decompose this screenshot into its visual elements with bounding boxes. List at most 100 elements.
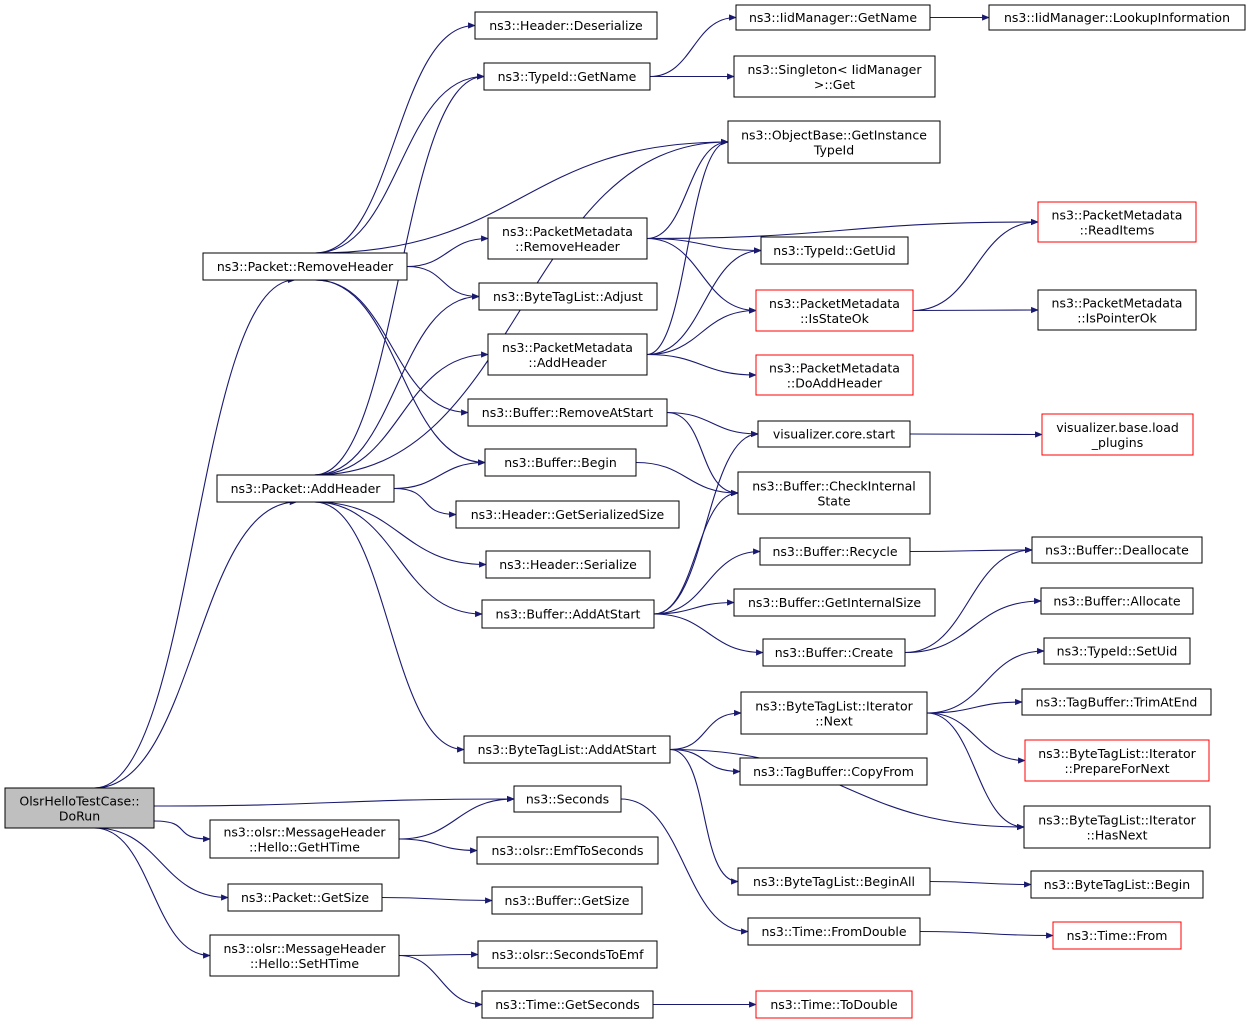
node-time-todouble[interactable]: ns3::Time::ToDouble xyxy=(755,990,913,1019)
node-pkt-addheader[interactable]: ns3::Packet::AddHeader xyxy=(216,474,395,503)
node-box xyxy=(202,252,408,281)
node-box xyxy=(735,4,931,31)
node-buf-begin[interactable]: ns3::Buffer::Begin xyxy=(484,448,637,477)
node-label: ns3::Packet::AddHeader xyxy=(231,481,382,496)
call-edge xyxy=(406,265,480,300)
node-hello-gethtime[interactable]: ns3::olsr::MessageHeader::Hello::GetHTim… xyxy=(209,819,400,859)
node-typeid-getuid[interactable]: ns3::TypeId::GetUid xyxy=(760,236,909,265)
call-edge xyxy=(653,613,764,656)
node-label: ns3::Header::Serialize xyxy=(499,557,637,572)
node-root[interactable]: OlsrHelloTestCase::DoRun xyxy=(4,787,155,829)
node-label: ns3::Buffer::Recycle xyxy=(772,544,897,559)
node-hdr-getsize[interactable]: ns3::Header::GetSerializedSize xyxy=(455,500,680,529)
node-label: ns3::olsr::MessageHeader xyxy=(223,825,386,840)
node-buf-create[interactable]: ns3::Buffer::Create xyxy=(762,638,906,667)
node-label: ::RemoveHeader xyxy=(515,239,621,254)
node-pm-readitems[interactable]: ns3::PacketMetadata::ReadItems xyxy=(1037,201,1197,243)
node-hello-sethtime[interactable]: ns3::olsr::MessageHeader::Hello::SetHTim… xyxy=(209,934,400,977)
node-box xyxy=(463,735,671,764)
call-edge xyxy=(381,896,493,904)
node-time-from[interactable]: ns3::Time::From xyxy=(1052,921,1182,950)
node-btl-iter-next[interactable]: ns3::ByteTagList::Iterator::Next xyxy=(740,691,928,735)
node-box xyxy=(733,55,936,98)
node-label: ns3::Packet::RemoveHeader xyxy=(217,259,394,274)
node-typeid-setuid[interactable]: ns3::TypeId::SetUid xyxy=(1043,637,1191,665)
node-box xyxy=(1037,201,1197,243)
call-edge xyxy=(926,712,1025,831)
node-buf-addatstart[interactable]: ns3::Buffer::AddAtStart xyxy=(481,599,655,629)
node-time-getseconds[interactable]: ns3::Time::GetSeconds xyxy=(481,990,654,1019)
node-label: OlsrHelloTestCase:: xyxy=(19,794,139,809)
call-edge xyxy=(929,880,1032,888)
node-hdr-deser[interactable]: ns3::Header::Deserialize xyxy=(474,11,658,40)
node-label: _plugins xyxy=(1091,435,1143,450)
call-edge xyxy=(646,237,762,254)
node-emf-to-sec[interactable]: ns3::olsr::EmfToSeconds xyxy=(476,836,659,865)
node-tagbuf-copy[interactable]: ns3::TagBuffer::CopyFrom xyxy=(739,757,928,786)
node-btl-iter-hasnext[interactable]: ns3::ByteTagList::Iterator::HasNext xyxy=(1023,805,1211,849)
call-edge xyxy=(94,827,229,901)
node-label: ns3::Buffer::Begin xyxy=(504,455,617,470)
node-label: ns3::olsr::SecondsToEmf xyxy=(492,947,645,962)
node-btl-begin[interactable]: ns3::ByteTagList::Begin xyxy=(1030,870,1204,899)
node-label: ns3::Buffer::Allocate xyxy=(1053,594,1181,609)
call-edge xyxy=(635,461,739,497)
node-btl-beginall[interactable]: ns3::ByteTagList::BeginAll xyxy=(737,867,931,896)
node-btl-adjust[interactable]: ns3::ByteTagList::Adjust xyxy=(478,282,658,311)
node-label: ns3::PacketMetadata xyxy=(1052,208,1183,223)
node-label: ::PrepareForNext xyxy=(1064,761,1169,776)
call-edge xyxy=(398,951,479,958)
call-edge xyxy=(315,279,486,466)
call-edge xyxy=(649,14,737,78)
call-edge xyxy=(406,235,489,268)
node-buf-dealloc[interactable]: ns3::Buffer::Deallocate xyxy=(1031,536,1203,564)
node-buf-removeatstart[interactable]: ns3::Buffer::RemoveAtStart xyxy=(467,398,668,427)
call-edge xyxy=(912,218,1039,312)
node-btl-addatstart[interactable]: ns3::ByteTagList::AddAtStart xyxy=(463,735,671,764)
node-label: visualizer.base.load xyxy=(1056,420,1179,435)
node-label: ns3::Header::GetSerializedSize xyxy=(471,507,665,522)
call-edge xyxy=(666,411,759,438)
node-buf-recycle[interactable]: ns3::Buffer::Recycle xyxy=(759,537,911,566)
node-viz-load[interactable]: visualizer.base.load_plugins xyxy=(1041,413,1194,456)
node-label: ns3::Header::Deserialize xyxy=(489,18,643,33)
node-sec-to-emf[interactable]: ns3::olsr::SecondsToEmf xyxy=(477,940,658,969)
node-typeid-getname[interactable]: ns3::TypeId::GetName xyxy=(483,62,651,91)
node-box xyxy=(481,599,655,629)
node-pkt-getsize[interactable]: ns3::Packet::GetSize xyxy=(227,883,383,912)
node-viz-start[interactable]: visualizer.core.start xyxy=(757,420,911,448)
call-edge xyxy=(646,307,757,356)
node-label: ::HasNext xyxy=(1086,828,1147,843)
node-pm-addheader[interactable]: ns3::PacketMetadata::AddHeader xyxy=(487,333,648,376)
node-box xyxy=(216,474,395,503)
node-iid-getname[interactable]: ns3::IidManager::GetName xyxy=(735,4,931,31)
node-label: ns3::PacketMetadata xyxy=(502,224,633,239)
node-btl-iter-prep[interactable]: ns3::ByteTagList::Iterator::PrepareForNe… xyxy=(1024,739,1210,782)
node-label: ns3::IidManager::GetName xyxy=(749,10,917,25)
node-label: ns3::Time::GetSeconds xyxy=(495,997,640,1012)
call-edge xyxy=(314,501,465,753)
call-edge xyxy=(909,546,1033,554)
node-buf-alloc[interactable]: ns3::Buffer::Allocate xyxy=(1040,587,1194,615)
node-buf-getsize[interactable]: ns3::Buffer::GetSize xyxy=(491,886,643,915)
node-singleton-get[interactable]: ns3::Singleton< IidManager>::Get xyxy=(733,55,936,98)
node-box xyxy=(485,550,651,579)
node-box xyxy=(481,990,654,1019)
node-hdr-serialize[interactable]: ns3::Header::Serialize xyxy=(485,550,651,579)
node-seconds[interactable]: ns3::Seconds xyxy=(513,785,622,813)
edges xyxy=(94,14,1054,1008)
node-pm-remove[interactable]: ns3::PacketMetadata::RemoveHeader xyxy=(487,217,648,260)
node-tagbuf-trim[interactable]: ns3::TagBuffer::TrimAtEnd xyxy=(1021,688,1212,716)
node-pm-ispointerok[interactable]: ns3::PacketMetadata::IsPointerOk xyxy=(1037,289,1197,331)
node-pm-isstateok[interactable]: ns3::PacketMetadata::IsStateOk xyxy=(755,289,914,332)
node-pm-doaddheader[interactable]: ns3::PacketMetadata::DoAddHeader xyxy=(755,354,914,396)
node-buf-getinternalsize[interactable]: ns3::Buffer::GetInternalSize xyxy=(733,588,936,617)
node-box xyxy=(474,11,658,40)
node-label: ns3::Buffer::CheckInternal xyxy=(752,479,916,494)
node-label: State xyxy=(817,494,850,509)
node-pkt-remove[interactable]: ns3::Packet::RemoveHeader xyxy=(202,252,408,281)
node-time-fromdouble[interactable]: ns3::Time::FromDouble xyxy=(747,917,921,946)
node-iid-lookup[interactable]: ns3::IidManager::LookupInformation xyxy=(988,4,1246,31)
